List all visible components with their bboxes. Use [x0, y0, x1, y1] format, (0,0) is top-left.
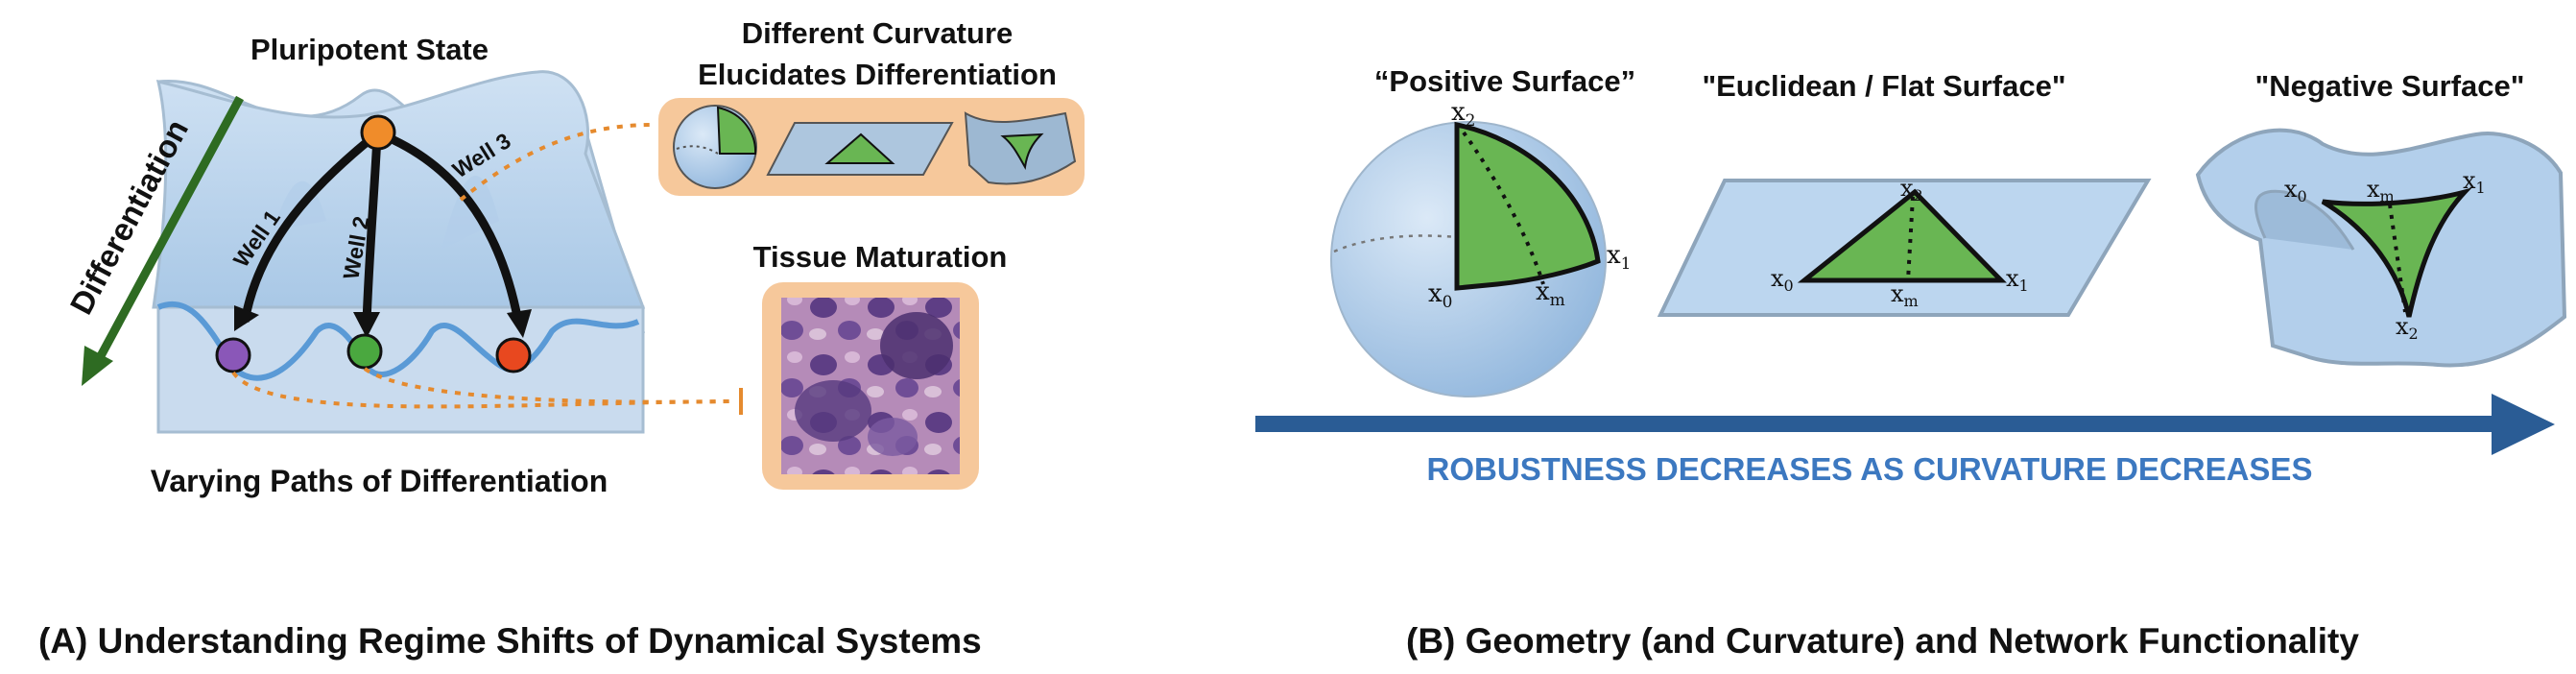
differentiation-arrow-head: [82, 346, 113, 386]
saddle-fold: [2254, 189, 2355, 251]
flat-xm-label: xm: [1891, 280, 1919, 310]
pluripotent-state-label: Pluripotent State: [250, 33, 489, 66]
landscape-body: [152, 70, 646, 309]
neg-x0-label: x0: [2284, 176, 2307, 205]
pos-x1-label: x1: [1607, 241, 1632, 274]
pos-x0-text: x: [1428, 279, 1443, 308]
mini-sphere-triangle: [716, 106, 757, 155]
varying-paths-label: Varying Paths of Differentiation: [151, 464, 608, 498]
robustness-arrow-head: [2492, 394, 2555, 455]
mini-flat-triangle: [824, 132, 895, 164]
pluripotent-dot: [360, 114, 396, 151]
flat-x1-sub: 1: [2019, 277, 2029, 295]
pos-x1-sub: 1: [1621, 254, 1632, 274]
well-3-arrow: [379, 130, 523, 323]
pos-xm-sub: m: [1550, 291, 1565, 310]
pos-x0-sub: 0: [1443, 293, 1453, 312]
flat-x2-sub: 2: [1914, 186, 1923, 205]
robustness-label: ROBUSTNESS DECREASES AS CURVATURE DECREA…: [1427, 451, 2313, 487]
pos-xm-label: xm: [1536, 277, 1565, 310]
landscape-ridge: [274, 175, 499, 250]
pos-x2-label: x2: [1451, 98, 1476, 131]
negative-triangle: [2321, 187, 2472, 318]
panel-b: “Positive Surface” "Euclidean / Flat Sur…: [1255, 64, 2567, 661]
neg-x2-text: x: [2396, 313, 2409, 340]
pos-x2-sub: 2: [1466, 111, 1476, 131]
pos-x1-text: x: [1607, 241, 1621, 270]
positive-median: [1462, 131, 1545, 285]
flat-xm-sub: m: [1904, 292, 1919, 310]
neg-x1-label: x1: [2463, 167, 2486, 197]
negative-surface-title: "Negative Surface": [2255, 69, 2525, 103]
neg-xm-label: xm: [2367, 176, 2395, 205]
positive-surface-title: “Positive Surface”: [1374, 64, 1635, 98]
curvature-title-line2: Elucidates Differentiation: [698, 58, 1057, 91]
differentiation-arrow: [92, 95, 244, 368]
flat-x1-text: x: [2006, 265, 2019, 292]
well-2-dot: [346, 333, 383, 370]
neg-xm-text: x: [2367, 176, 2380, 203]
well-2-arrow: [362, 135, 382, 323]
well-1-dot: [215, 337, 251, 373]
caption-b: (B) Geometry (and Curvature) and Network…: [1406, 621, 2359, 661]
negative-median: [2388, 204, 2407, 313]
pos-x2-text: x: [1451, 98, 1466, 127]
flat-triangle: [1797, 188, 2007, 283]
neg-x2-label: x2: [2396, 313, 2419, 343]
pos-xm-text: x: [1536, 277, 1550, 306]
caption-a: (A) Understanding Regime Shifts of Dynam…: [38, 621, 982, 661]
robustness-arrow-shaft: [1255, 416, 2503, 432]
flat-x0-sub: 0: [1784, 277, 1794, 295]
neg-xm-sub: m: [2380, 187, 2395, 205]
curvature-title-line1: Different Curvature: [742, 16, 1014, 50]
neg-x1-text: x: [2463, 167, 2476, 194]
neg-x2-sub: 2: [2409, 325, 2419, 343]
neg-x0-sub: 0: [2298, 187, 2307, 205]
pos-x0-label: x0: [1428, 279, 1453, 312]
flat-x0-text: x: [1771, 265, 1784, 292]
flat-xm-text: x: [1891, 280, 1904, 307]
panel-a: Pluripotent State Differentiation Well 1…: [38, 16, 1085, 661]
dotted-connector-tissue-2: [363, 367, 730, 404]
flat-x0-label: x0: [1771, 265, 1794, 295]
flat-surface-title: "Euclidean / Flat Surface": [1702, 69, 2065, 103]
mini-saddle-triangle: [1000, 132, 1044, 171]
neg-x0-text: x: [2284, 176, 2298, 203]
well-1-arrow: [240, 131, 379, 323]
positive-triangle: [1454, 121, 1601, 291]
flat-x2-label: x2: [1900, 175, 1923, 205]
well-3-dot: [495, 337, 532, 373]
neg-x1-sub: 1: [2476, 179, 2486, 197]
flat-median: [1906, 196, 1915, 281]
flat-x2-text: x: [1900, 175, 1914, 202]
tissue-maturation-label: Tissue Maturation: [753, 240, 1008, 274]
flat-x1-label: x1: [2006, 265, 2029, 295]
